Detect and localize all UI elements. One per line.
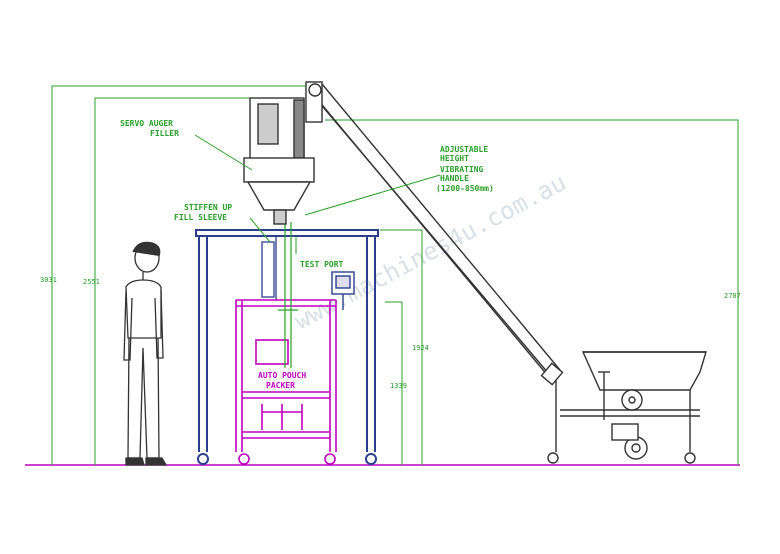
- conveyor-height-label: 2787: [724, 292, 741, 300]
- filler-height-label: 2551: [83, 278, 100, 286]
- servo-auger-filler: [243, 97, 315, 225]
- label-auto-pouch-packer: AUTO POUCH PACKER: [258, 371, 311, 390]
- frame-height-label: 1924: [412, 344, 429, 352]
- watermark-text: www.machines4u.com.au: [290, 168, 571, 335]
- filler-height-dim-line: [94, 97, 250, 465]
- conveyor-height-dim-line: [325, 119, 739, 465]
- conveyor-hopper: [547, 351, 707, 464]
- overall-height-dim-line: [51, 85, 312, 465]
- auto-pouch-packer: [235, 299, 337, 465]
- machine-frame: [195, 229, 379, 465]
- table-height-dim-line: [385, 301, 403, 465]
- dimension-lines: [51, 85, 739, 465]
- table-height-label: 1339: [390, 382, 407, 390]
- human-figure: [123, 241, 168, 466]
- label-test-port: TEST PORT: [300, 260, 344, 269]
- frame-height-dim-line: [380, 229, 423, 465]
- screw-conveyor: [305, 81, 564, 386]
- leader-lines: [194, 134, 441, 254]
- overall-height-label: 3031: [40, 276, 57, 284]
- label-servo-auger-filler: SERVO AUGER FILLER: [120, 119, 179, 138]
- fill-tube: [278, 222, 298, 368]
- label-stiffen-up-fill-sleeve: STIFFEN UP FILL SLEEVE: [174, 203, 237, 222]
- label-adjustable-height: ADJUSTABLE HEIGHT VIBRATING HANDLE (1200…: [436, 145, 494, 193]
- control-panel: [331, 271, 355, 310]
